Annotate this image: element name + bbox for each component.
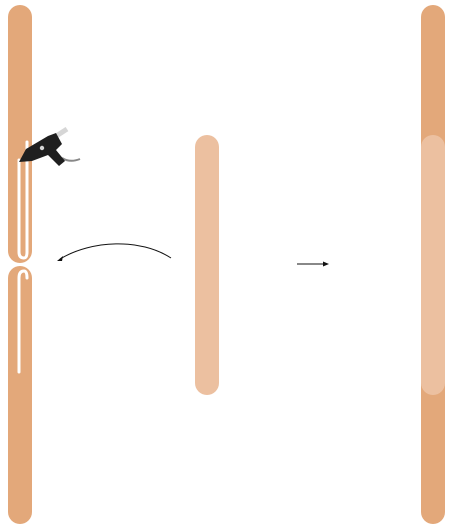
glue-gun-button bbox=[40, 146, 44, 150]
glue-gun-cord bbox=[62, 158, 80, 161]
connector-stick bbox=[195, 135, 219, 395]
right-arrow-icon bbox=[297, 262, 329, 267]
step-joined-result bbox=[421, 5, 445, 524]
curved-arrow-icon bbox=[57, 244, 171, 261]
step-apply-glue bbox=[8, 5, 80, 524]
step-place-stick bbox=[195, 135, 219, 395]
result-connector-stick bbox=[421, 135, 445, 395]
